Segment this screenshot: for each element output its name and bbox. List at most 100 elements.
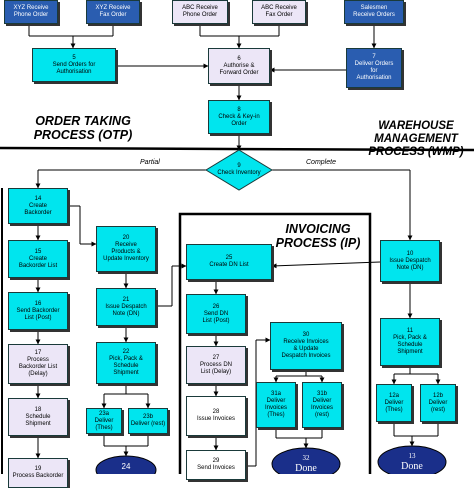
box-text: ABC Receive Phone Order — [182, 5, 218, 18]
step-number: 6 — [237, 55, 241, 62]
step-20-receive-products-box: 20 Receive Products & Update Inventory — [96, 226, 156, 272]
step-text: Deliver (rest) — [130, 421, 166, 427]
step-11-pick-pack-box: 11 Pick, Pack & Schedule Shipment — [380, 318, 440, 366]
step-text: Schedule Shipment — [25, 413, 51, 427]
step-number: 19 — [34, 466, 42, 472]
step-text: Deliver Orders for Authorisation — [354, 61, 394, 81]
step-number: 29 — [212, 458, 220, 464]
step-25-create-dn-list-box: 25 Create DN List — [186, 244, 272, 280]
wmp-title: WAREHOUSE MANAGEMENT PROCESS (WMP) — [368, 120, 464, 158]
step-number: 9 — [237, 163, 241, 169]
step-15-create-backorder-list-box: 15 Create Backorder List — [8, 240, 68, 278]
step-text: Deliver Invoices (rest) — [310, 398, 333, 418]
abc-receive-phone-order-box: ABC Receive Phone Order — [172, 0, 228, 24]
step-number: 28 — [212, 409, 220, 415]
step-text: Receive Invoices & Update Despatch Invoi… — [281, 339, 331, 359]
step-text: Send Backorder List (Post) — [16, 307, 60, 321]
step-number: 18 — [34, 406, 42, 413]
step-28-issue-invoices-box: 28 Issue Invoices — [186, 396, 246, 436]
step-30-receive-invoices-box: 30 Receive Invoices & Update Despatch In… — [270, 322, 342, 370]
step-16-send-backorder-list-box: 16 Send Backorder List (Post) — [8, 292, 68, 330]
step-text: Receive Products & Update Inventory — [103, 242, 149, 262]
step-12b-deliver-rest-box: 12b Deliver (rest) — [420, 384, 456, 422]
box-text: Salesmen Receive Orders — [353, 5, 395, 18]
step-32-done-label: 32 Done — [276, 450, 336, 478]
step-text: Issue Invoices — [196, 416, 236, 422]
step-text: Issue Despatch Note (DN) — [105, 303, 147, 317]
step-number: 30 — [302, 332, 310, 338]
step-number: 21 — [122, 296, 130, 303]
step-text: Deliver (Thes) — [94, 417, 114, 431]
step-text: Create DN List — [209, 262, 249, 268]
step-14-create-backorder-box: 14 Create Backorder — [8, 188, 68, 224]
step-8-check-key-in-box: 8 Check & Key-in Order — [208, 100, 270, 134]
step-24-done-label: 24 — [104, 458, 148, 474]
step-text: Pick, Pack & Schedule Shipment — [109, 356, 143, 376]
step-number: 27 — [212, 354, 220, 361]
step-number: 7 — [372, 54, 376, 60]
step-31b-deliver-invoices-rest-box: 31b Deliver Invoices (rest) — [302, 382, 342, 428]
check-inventory-diamond — [205, 149, 273, 191]
step-text: Check & Key-in Order — [218, 113, 260, 127]
step-number: 24 — [121, 461, 131, 471]
step-6-authorise-box: 6 Authorise & Forward Order — [208, 48, 270, 84]
flowchart-canvas — [0, 24, 474, 474]
step-text: Authorise & Forward Order — [219, 62, 259, 76]
partial-label: Partial — [140, 159, 160, 166]
step-number: 23b — [142, 414, 153, 420]
step-number: 17 — [34, 350, 42, 356]
step-number: 16 — [34, 300, 42, 307]
step-12a-deliver-thes-box: 12a Deliver (Thes) — [376, 384, 412, 422]
step-number: 8 — [237, 106, 241, 113]
step-text: Deliver (rest) — [428, 399, 448, 413]
step-text: Issue Despatch Note (DN) — [389, 257, 431, 271]
step-number: 5 — [72, 54, 76, 61]
invoicing-process-frame — [178, 212, 372, 474]
step-13-done-label: 13 Done — [382, 448, 442, 476]
abc-receive-fax-order-box: ABC Receive Fax Order — [252, 0, 306, 24]
step-number: 13 — [408, 452, 416, 460]
step-number: 15 — [34, 248, 42, 255]
step-text: Process DN List (Delay) — [199, 361, 232, 375]
step-22-pick-pack-box: 22 Pick, Pack & Schedule Shipment — [96, 342, 156, 384]
step-23a-deliver-thes-box: 23a Deliver (Thes) — [86, 408, 122, 434]
step-text: Create Backorder — [24, 202, 52, 216]
step-23b-deliver-rest-box: 23b Deliver (rest) — [128, 408, 168, 434]
step-text: Deliver (Thes) — [384, 399, 404, 413]
done-terminator-32 — [271, 447, 341, 474]
step-29-send-invoices-box: 29 Send Invoices — [186, 450, 246, 480]
step-text: Done — [401, 461, 423, 472]
step-number: 31b — [316, 391, 327, 397]
box-text: XYZ Receive Fax Order — [95, 5, 131, 18]
step-text: Send Orders for Authorisation — [52, 61, 96, 75]
done-terminator-24 — [95, 455, 157, 474]
step-number: 26 — [212, 303, 220, 310]
step-number: 22 — [122, 349, 130, 355]
step-number: 23a — [98, 410, 109, 417]
step-17-process-backorder-list-box: 17 Process Backorder List (Delay) — [8, 344, 68, 384]
step-26-send-dn-list-box: 26 Send DN List (Post) — [186, 294, 246, 334]
step-text: Pick, Pack & Schedule Shipment — [393, 335, 427, 355]
otp-title: ORDER TAKING PROCESS (OTP) — [33, 114, 133, 142]
step-9-check-inventory-label: 9 Check Inventory — [212, 156, 266, 184]
step-number: 31a — [270, 391, 281, 397]
step-number: 12b — [432, 392, 443, 399]
xyz-receive-fax-order-box: XYZ Receive Fax Order — [86, 0, 140, 24]
step-text: Create Backorder List — [18, 255, 58, 269]
step-31a-deliver-invoices-thes-box: 31a Deliver Invoices (Thes) — [256, 382, 296, 428]
step-text: Process Backorder — [12, 473, 64, 479]
ip-title: INVOICING PROCESS (IP) — [275, 222, 361, 250]
xyz-receive-phone-order-box: XYZ Receive Phone Order — [4, 0, 58, 24]
step-21-issue-despatch-note-box: 21 Issue Despatch Note (DN) — [96, 288, 156, 326]
step-27-process-dn-list-box: 27 Process DN List (Delay) — [186, 346, 246, 384]
step-5-send-orders-box: 5 Send Orders for Authorisation — [32, 48, 116, 82]
step-text: Check Inventory — [217, 170, 261, 176]
salesmen-receive-orders-box: Salesmen Receive Orders — [344, 0, 404, 24]
step-number: 12a — [388, 392, 399, 399]
step-text: Send DN List (Post) — [202, 310, 230, 324]
step-10-issue-despatch-note-box: 10 Issue Despatch Note (DN) — [380, 240, 440, 282]
step-18-schedule-shipment-box: 18 Schedule Shipment — [8, 398, 68, 436]
step-text: Done — [295, 463, 317, 474]
step-19-process-backorder-box: 19 Process Backorder — [8, 458, 68, 488]
step-7-deliver-orders-box: 7 Deliver Orders for Authorisation — [346, 48, 402, 88]
